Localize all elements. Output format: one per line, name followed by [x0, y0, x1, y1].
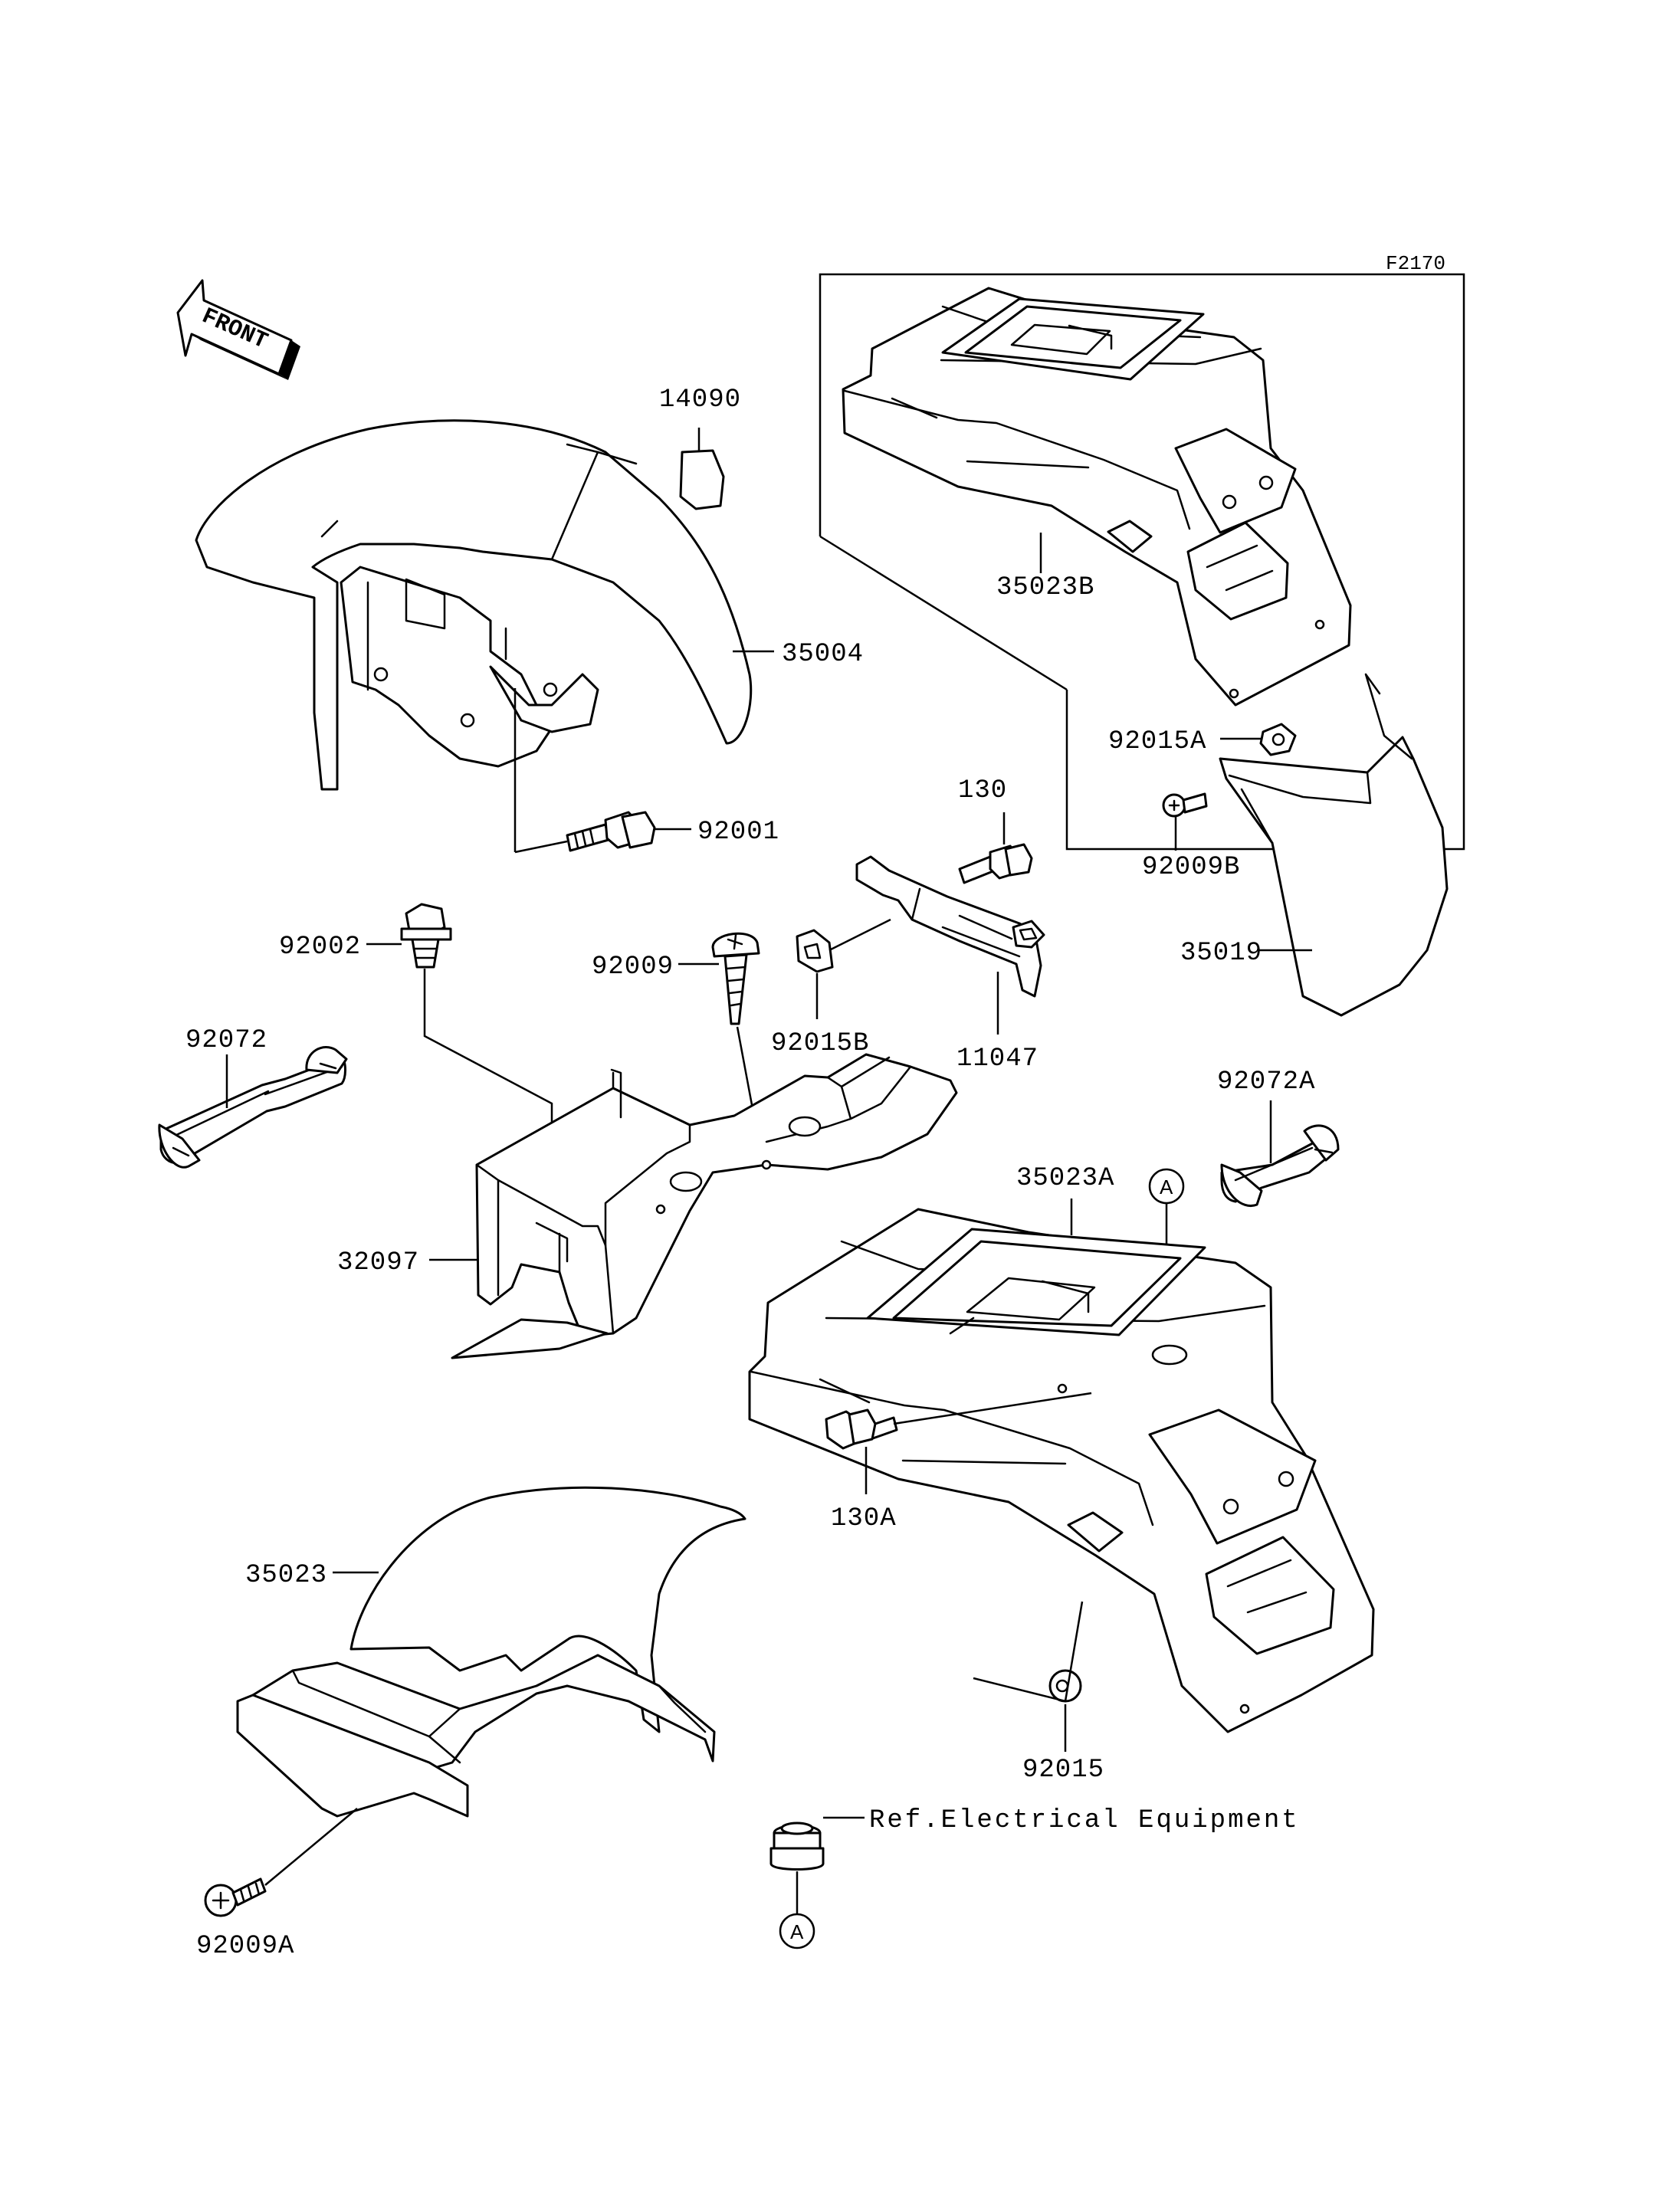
figure-code: F2170	[1386, 252, 1445, 275]
bolt-92002	[400, 903, 452, 969]
bolt-130A	[825, 1408, 898, 1450]
clip-92015B	[796, 929, 834, 973]
strap-92072A	[1220, 1124, 1340, 1207]
svg-text:A: A	[790, 1920, 804, 1943]
inset-box	[819, 273, 1465, 851]
label-35019: 35019	[1180, 939, 1262, 968]
screw-92009A	[204, 1877, 267, 1917]
bolt-130	[958, 843, 1033, 884]
label-92072: 92072	[185, 1026, 267, 1055]
label-92009: 92009	[592, 953, 674, 982]
rear-fender-upper-35023B	[842, 287, 1352, 707]
label-130: 130	[958, 776, 1007, 805]
label-35004: 35004	[782, 640, 864, 669]
rear-fender-35023A	[748, 1208, 1375, 1733]
label-92015B: 92015B	[771, 1029, 869, 1058]
label-130A: 130A	[831, 1504, 897, 1533]
callout-circle-a: A	[1148, 1168, 1185, 1205]
screw-92009B	[1162, 792, 1208, 818]
label-92009A: 92009A	[196, 1932, 294, 1961]
label-92072A: 92072A	[1217, 1067, 1315, 1097]
callout-circle-a-bottom: A	[779, 1913, 815, 1949]
label-32097: 32097	[337, 1248, 419, 1277]
label-92015A: 92015A	[1108, 727, 1206, 756]
label-35023B: 35023B	[996, 573, 1094, 602]
label-35023: 35023	[245, 1561, 327, 1590]
pad-14090	[679, 449, 725, 510]
battery-case-32097	[451, 1053, 958, 1359]
label-14090: 14090	[659, 385, 741, 415]
label-35023A: 35023A	[1016, 1164, 1114, 1193]
label-92001: 92001	[697, 818, 779, 847]
label-92009B: 92009B	[1142, 853, 1240, 882]
front-fender-35004	[195, 419, 753, 791]
bracket-11047	[855, 855, 1045, 998]
bolt-92001	[566, 811, 656, 852]
svg-text:A: A	[1160, 1176, 1173, 1199]
screw-92009	[711, 932, 760, 1025]
fender-extension-35023	[236, 1486, 746, 1818]
rear-flap-35019	[1219, 673, 1449, 1017]
nut-92015A	[1259, 723, 1297, 756]
label-92002: 92002	[279, 933, 361, 962]
strap-92072	[158, 1045, 348, 1169]
label-92015: 92015	[1022, 1756, 1104, 1785]
label-11047: 11047	[956, 1044, 1039, 1074]
grommet-ref-electrical	[769, 1822, 825, 1871]
front-arrow-icon: FRONT	[176, 279, 300, 380]
ref-note: Ref.Electrical Equipment	[869, 1806, 1300, 1835]
